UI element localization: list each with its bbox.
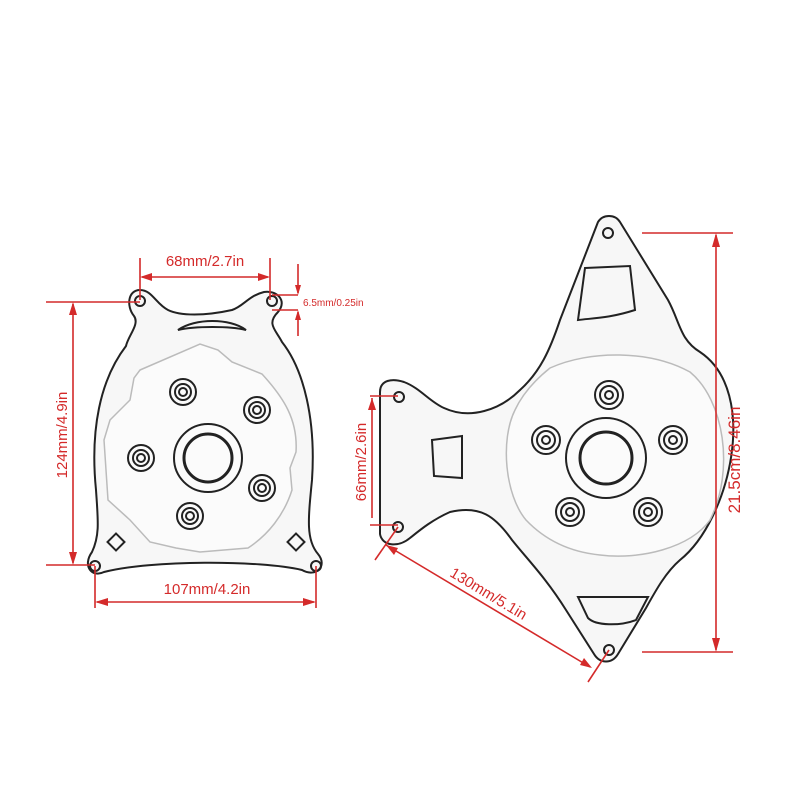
label-hole-diameter: 6.5mm/0.25in: [303, 298, 364, 309]
label-top-hole-spacing: 68mm/2.7in: [166, 253, 244, 270]
dim-bottom-hole-spacing: 107mm/4.2in: [94, 566, 317, 608]
right-stator-cover: [379, 215, 735, 663]
dim-left-hole-spacing: 66mm/2.6in: [353, 395, 398, 526]
dim-top-hole-spacing: 68mm/2.7in: [139, 253, 271, 300]
bolt-holes-right: [531, 380, 688, 527]
left-stator-cover: [86, 288, 323, 575]
label-left-hole-spacing: 66mm/2.6in: [353, 423, 370, 501]
dim-left-height: 124mm/4.9in: [46, 301, 140, 566]
label-diagonal-hole-spacing: 130mm/5.1in: [447, 565, 530, 624]
dim-right-height: 21.5cm/8.46in: [642, 232, 744, 653]
bolt-holes-left: [127, 378, 276, 530]
dim-hole-diameter: 6.5mm/0.25in: [272, 264, 364, 336]
label-bottom-hole-spacing: 107mm/4.2in: [164, 581, 251, 598]
label-right-height: 21.5cm/8.46in: [725, 407, 744, 514]
label-left-height: 124mm/4.9in: [54, 392, 71, 479]
